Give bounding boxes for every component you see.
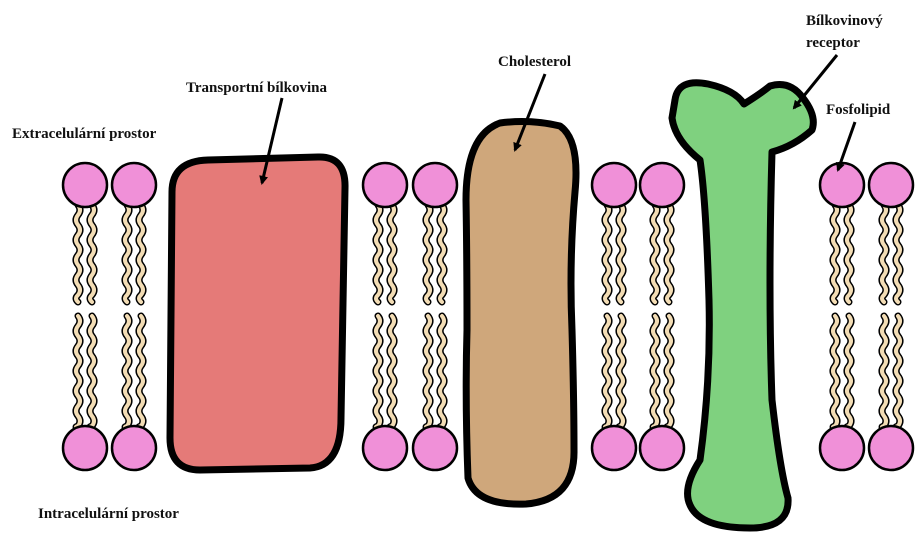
- cholesterol-molecule: [466, 122, 576, 505]
- lipid-head: [413, 163, 457, 207]
- lipid-head: [63, 163, 107, 207]
- receptor-label-line1: Bílkovinový: [806, 13, 883, 29]
- lipid-head: [869, 163, 913, 207]
- lipid-head: [869, 426, 913, 470]
- lipid-head: [363, 163, 407, 207]
- lipid-head: [363, 426, 407, 470]
- lipid-head: [592, 163, 636, 207]
- lipid-head: [112, 163, 156, 207]
- lipid-head: [820, 426, 864, 470]
- receptor-arrow: [794, 55, 837, 108]
- receptor-label-line2: receptor: [806, 35, 860, 51]
- lipid-head: [640, 426, 684, 470]
- lipid-head: [820, 163, 864, 207]
- lipid-head: [640, 163, 684, 207]
- lipid-head: [592, 426, 636, 470]
- intracellular-label: Intracelulární prostor: [38, 506, 179, 522]
- phospholipid-label: Fosfolipid: [826, 102, 891, 118]
- extracellular-label: Extracelulární prostor: [12, 126, 157, 142]
- lipid-head: [63, 426, 107, 470]
- transport-protein: [170, 157, 345, 470]
- transport-protein-label: Transportní bílkovina: [186, 80, 328, 96]
- lipid-head: [413, 426, 457, 470]
- protein-receptor: [672, 83, 813, 528]
- lipid-head: [112, 426, 156, 470]
- cholesterol-label: Cholesterol: [498, 54, 571, 70]
